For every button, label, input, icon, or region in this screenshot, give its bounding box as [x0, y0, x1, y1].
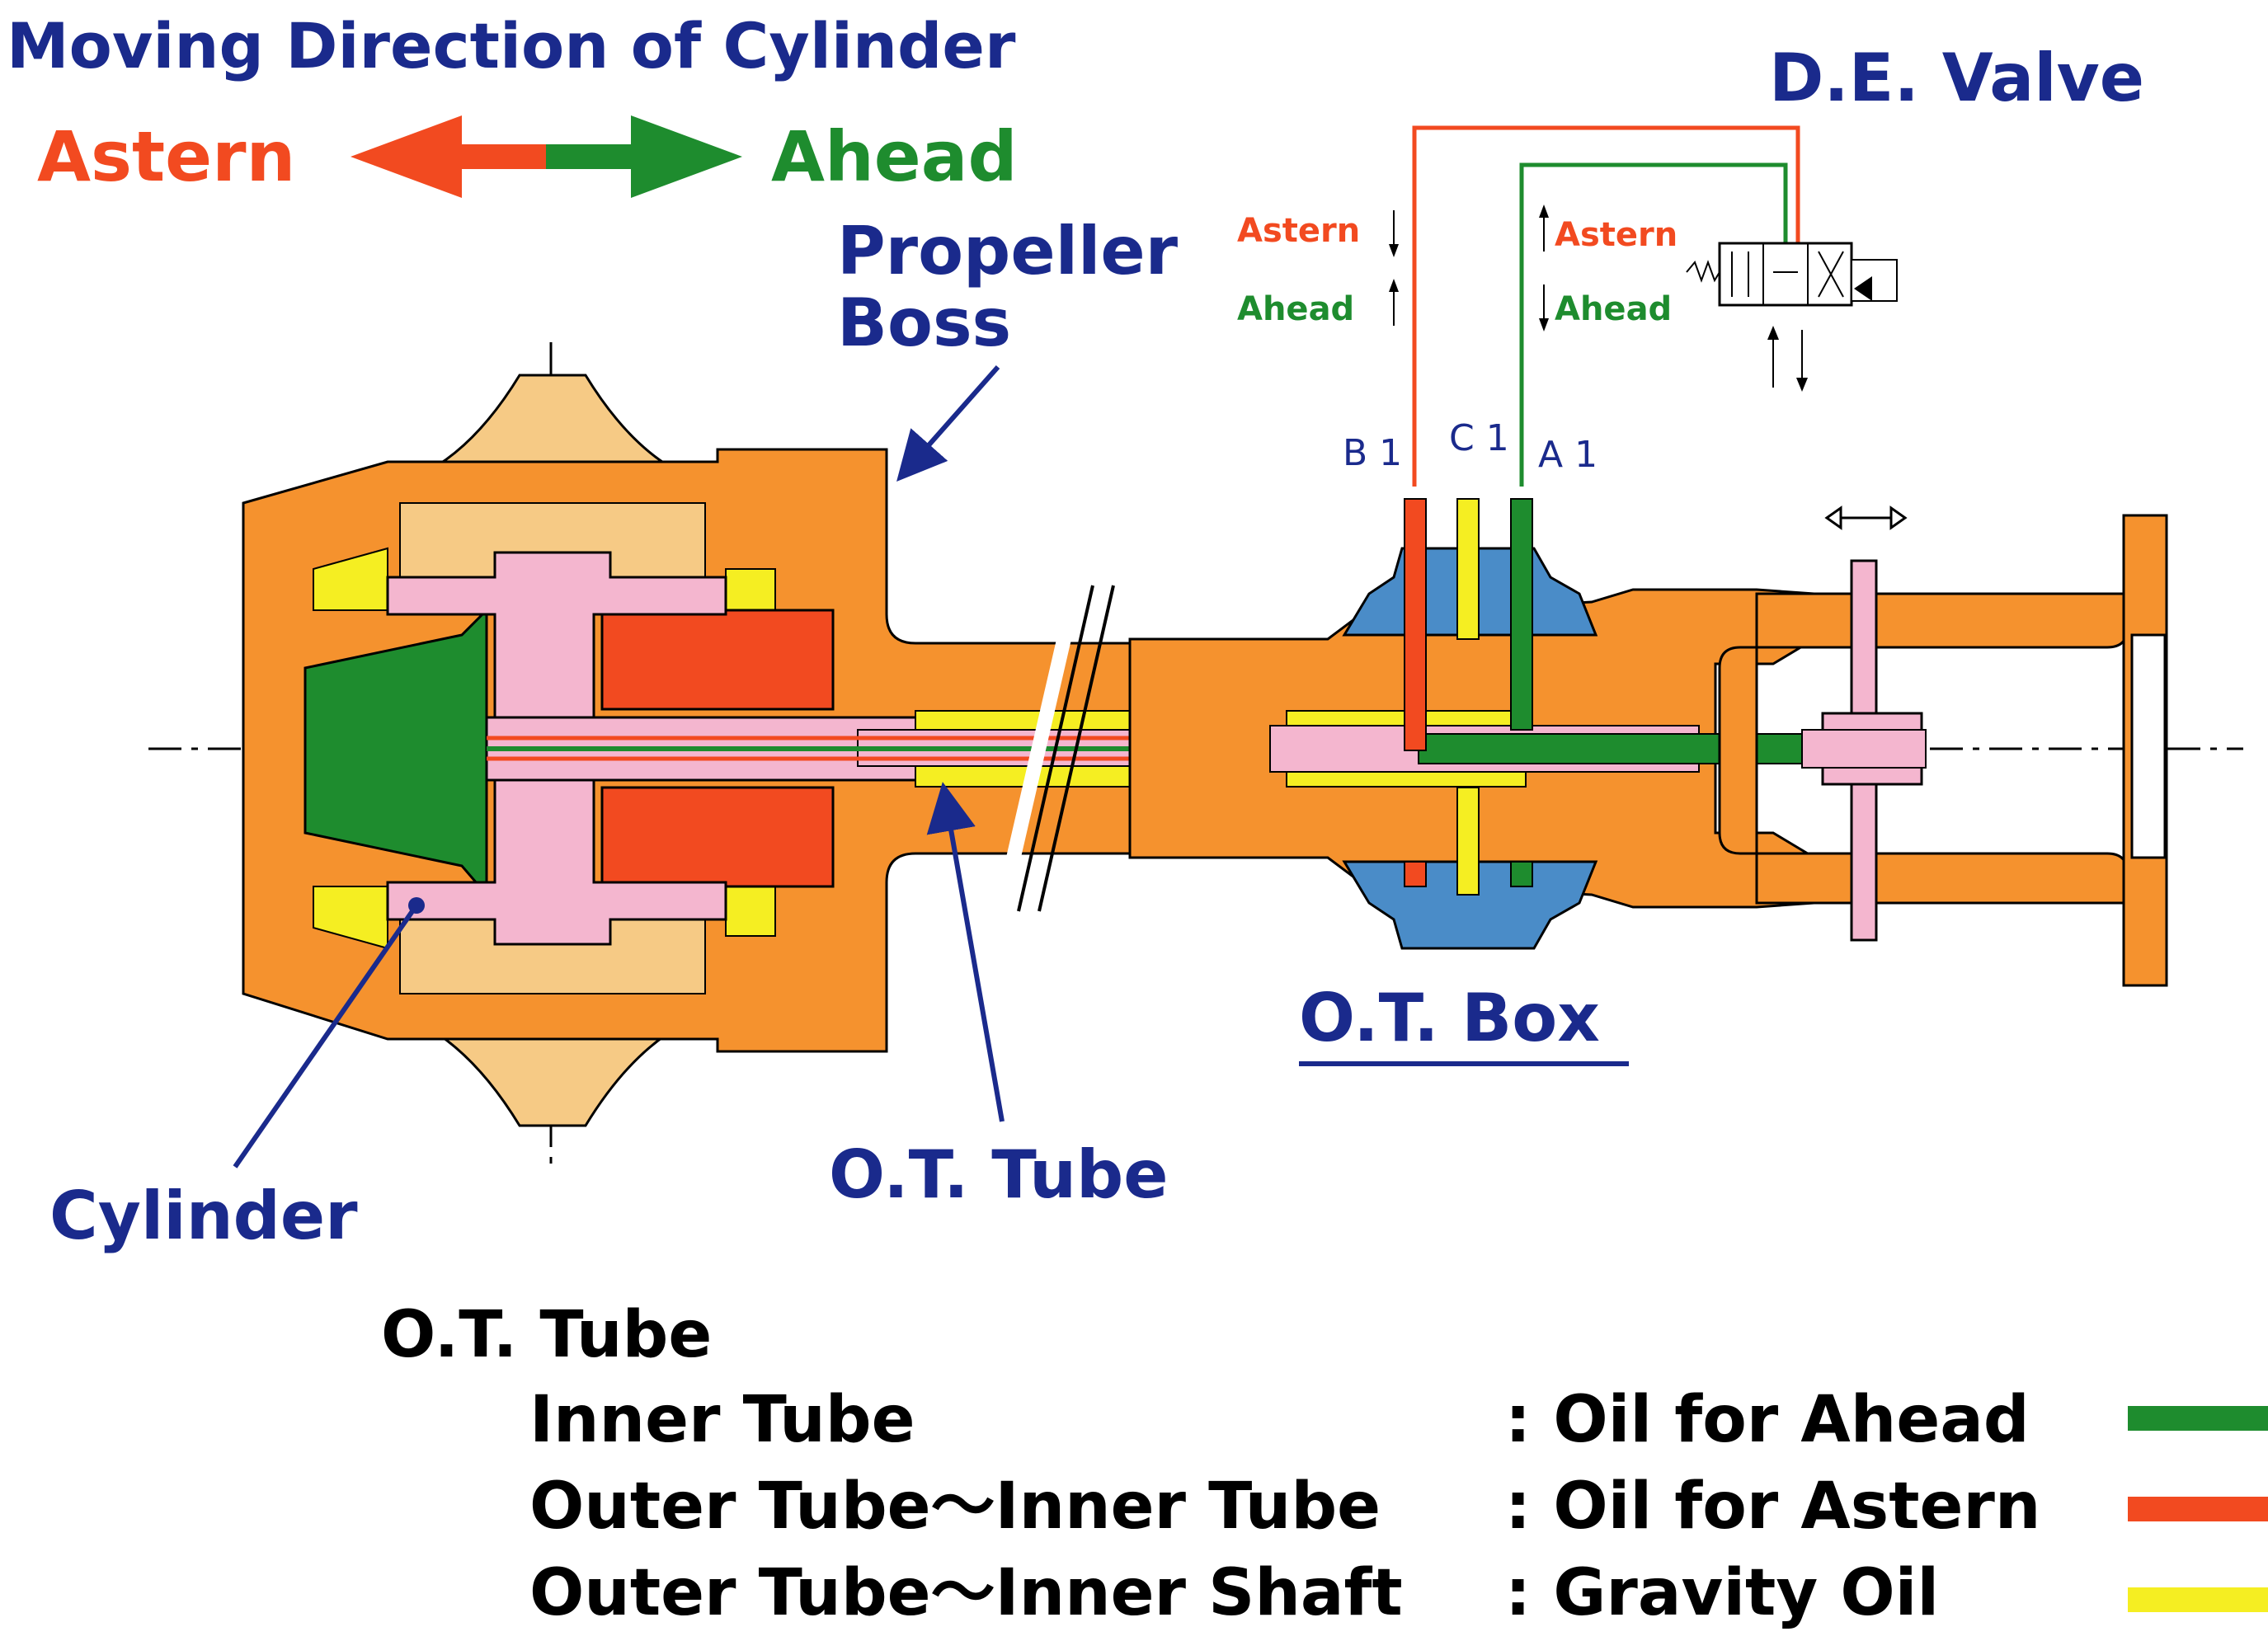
propeller-boss-leader [896, 365, 1000, 482]
spring-icon [1686, 260, 1720, 283]
port-a1-tube [1510, 498, 1533, 731]
ot-box [1342, 498, 1598, 950]
astern-arrow-shaft [458, 144, 548, 169]
legend-row-value: : Oil for Astern [1505, 1469, 2041, 1544]
propeller-boss-label-line2: Boss [837, 284, 1012, 361]
legend-row-label: Outer Tube～Inner Tube [529, 1469, 1381, 1544]
valve-flow-arrows [1389, 205, 1549, 331]
port-b1-tube [1404, 498, 1427, 751]
legend-row-label: Outer Tube～Inner Shaft [529, 1556, 1403, 1630]
legend-row-value: : Gravity Oil [1505, 1556, 1940, 1630]
ahead-arrow-head [631, 115, 742, 198]
valve-right-astern-label: Astern [1555, 216, 1678, 254]
valve-right-ahead-label: Ahead [1555, 290, 1673, 328]
direction-astern-label: Astern [37, 116, 296, 197]
cylinder-label: Cylinder [49, 1178, 358, 1254]
ahead-arrow-shaft [546, 144, 637, 169]
port-a1-lower [1510, 861, 1533, 887]
astern-arrow-head [351, 115, 462, 198]
shaft-break-line-1 [1017, 585, 1094, 912]
shaft-break-line-2 [1038, 585, 1115, 912]
gravity-oil-pocket-lower-right [725, 886, 776, 937]
propeller-boss-label-line1: Propeller [837, 213, 1179, 289]
astern-oil-chamber-upper [600, 609, 835, 711]
port-c1-lower [1456, 787, 1480, 896]
solenoid-box [1851, 259, 1898, 302]
de-valve-title: D.E. Valve [1769, 40, 2145, 116]
ot-box-label: O.T. Box [1299, 980, 1600, 1056]
port-b1-lower [1404, 861, 1427, 887]
end-flange-face [2130, 633, 2167, 859]
cylinder-leader-dot [408, 897, 425, 914]
shaft-break-gap [998, 602, 1080, 891]
astern-oil-chamber-lower [600, 786, 835, 888]
ot-tube-label: O.T. Tube [829, 1136, 1169, 1213]
legend-swatch-ahead [2128, 1406, 2268, 1431]
legend-swatch-gravity [2128, 1587, 2268, 1612]
valve-left-astern-label: Astern [1237, 212, 1361, 250]
port-c1-label: C 1 [1449, 417, 1509, 459]
legend-swatch-astern [2128, 1497, 2268, 1521]
direction-arrow [351, 115, 742, 198]
astern-oil-line [1412, 125, 1800, 487]
ahead-oil-line [1519, 162, 1788, 487]
double-arrow-icon [1824, 505, 1908, 530]
ot-tube-leader [926, 782, 1005, 1122]
port-c1-tube [1456, 498, 1480, 640]
port-b1-label: B 1 [1343, 432, 1403, 474]
valve-left-ahead-label: Ahead [1237, 290, 1355, 328]
inner-shaft-pink [1801, 729, 1927, 769]
port-a1-label: A 1 [1538, 434, 1598, 476]
diagram-title: Moving Direction of Cylinder [7, 9, 1016, 82]
legend-row-label: Inner Tube [529, 1383, 915, 1457]
de-valve-symbol [1686, 242, 1898, 392]
legend-title: O.T. Tube [381, 1298, 713, 1372]
direction-ahead-label: Ahead [771, 116, 1018, 197]
cylinder-leader [233, 910, 415, 1168]
legend-row-value: : Oil for Ahead [1505, 1383, 2030, 1457]
